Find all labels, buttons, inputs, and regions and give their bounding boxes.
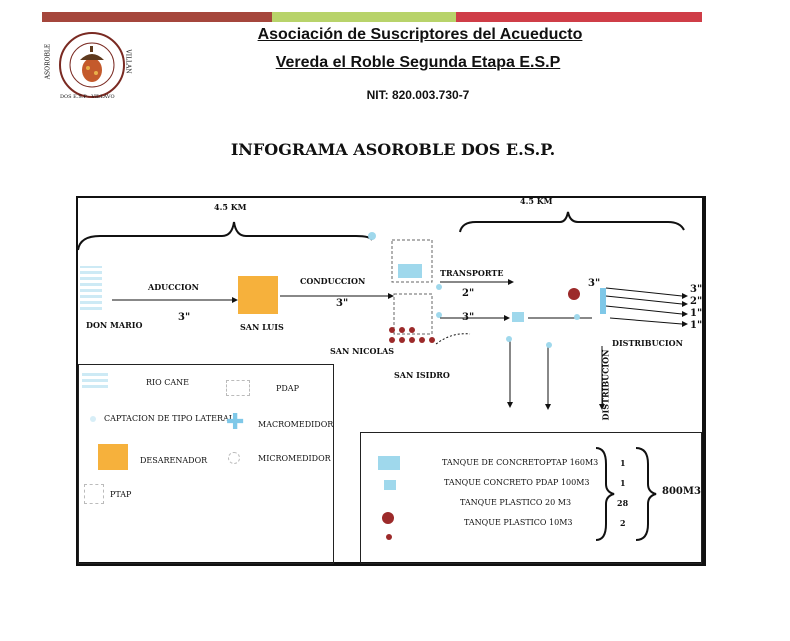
header-bar-green bbox=[272, 12, 456, 22]
don-mario-source bbox=[80, 266, 102, 310]
logo: ASOROBLE VILLAN DOS E.S.P · VILLAVO bbox=[44, 30, 136, 100]
tank-row-4-count: 2 bbox=[620, 518, 626, 528]
diagram-frame bbox=[76, 196, 706, 566]
legend-captacion-icon bbox=[90, 416, 96, 422]
tanks-braces bbox=[595, 447, 657, 541]
drop-point-2 bbox=[546, 342, 552, 348]
tanks-total: 800M3 bbox=[662, 486, 701, 497]
micromedidor-icon bbox=[228, 452, 240, 464]
san-nicolas-tanks bbox=[389, 327, 435, 343]
legend-rio-cane: RIO CANE bbox=[146, 378, 190, 387]
drop-point-1 bbox=[506, 336, 512, 342]
tank-row-2-label: TANQUE CONCRETO PDAP 100M3 bbox=[444, 478, 590, 487]
label-distribucion-vertical: DISTRIBUCION bbox=[600, 349, 611, 421]
legend-desarenador-icon bbox=[98, 444, 128, 470]
macromedidor-2 bbox=[436, 312, 442, 318]
legend-macromedidor: MACROMEDIDOR bbox=[258, 420, 334, 429]
pipe-transporte-lower: 3" bbox=[462, 312, 475, 323]
legend-ptap: PTAP bbox=[110, 490, 132, 499]
nit: NIT: 820.003.730-7 bbox=[366, 88, 470, 102]
title-line-2: Vereda el Roble Segunda Etapa E.S.P bbox=[275, 54, 561, 71]
label-san-nicolas: SAN NICOLAS bbox=[330, 346, 395, 356]
pipe-transporte-upper: 2" bbox=[462, 288, 475, 299]
legend-micromedidor: MICROMEDIDOR bbox=[258, 454, 331, 463]
tank-row-3-count: 28 bbox=[617, 498, 629, 508]
label-conduccion: CONDUCCION bbox=[300, 276, 366, 286]
pipe-out-2: 2" bbox=[690, 296, 703, 307]
drop-point-3 bbox=[574, 314, 580, 320]
infographic-title: INFOGRAMA ASOROBLE DOS E.S.P. bbox=[230, 140, 556, 159]
label-transporte: TRANSPORTE bbox=[440, 268, 504, 278]
tanks-box bbox=[360, 432, 702, 564]
tank-icon-plastic-20 bbox=[382, 512, 394, 524]
label-aduccion: ADUCCION bbox=[148, 282, 199, 292]
tank-row-2-count: 1 bbox=[620, 478, 626, 488]
macromedidor-icon: ✚ bbox=[226, 410, 245, 435]
legend-pdap: PDAP bbox=[276, 384, 299, 393]
legend-ptap-icon bbox=[84, 484, 104, 504]
pipe-aduccion: 3" bbox=[178, 312, 191, 323]
pipe-conduccion: 3" bbox=[336, 298, 349, 309]
pipe-out-1: 3" bbox=[690, 284, 703, 295]
distribution-meter bbox=[600, 288, 606, 314]
tank-row-1-label: TANQUE DE CONCRETOPTAP 160M3 bbox=[442, 458, 599, 467]
pdap-tank bbox=[512, 312, 524, 322]
legend-rio-icon bbox=[82, 372, 108, 388]
title-line-1: Asociación de Suscriptores del Acueducto bbox=[257, 26, 583, 43]
captacion-point bbox=[368, 232, 376, 240]
distance-left: 4.5 KM bbox=[214, 202, 247, 212]
legend-box bbox=[78, 364, 334, 564]
label-don-mario: DON MARIO bbox=[86, 320, 143, 330]
label-san-isidro: SAN ISIDRO bbox=[394, 370, 450, 380]
macromedidor-1 bbox=[436, 284, 442, 290]
pipe-out-3: 1" bbox=[690, 308, 703, 319]
pipe-distribucion-in: 3" bbox=[588, 278, 601, 289]
tank-row-4-label: TANQUE PLASTICO 10M3 bbox=[464, 518, 573, 527]
legend-pdap-icon bbox=[226, 380, 250, 396]
tank-row-3-label: TANQUE PLASTICO 20 M3 bbox=[460, 498, 572, 507]
tank-row-1-count: 1 bbox=[620, 458, 626, 468]
label-distribucion: DISTRIBUCION bbox=[612, 338, 683, 348]
desarenador-san-luis bbox=[238, 276, 278, 314]
legend-captacion: CAPTACION DE TIPO LATERAL bbox=[104, 414, 235, 423]
header-bar-brown bbox=[42, 12, 272, 22]
plastic-tank-large bbox=[568, 288, 580, 300]
distance-right: 4.5 KM bbox=[520, 196, 553, 206]
tank-icon-concrete-pdap bbox=[384, 480, 396, 490]
tank-icon-plastic-10 bbox=[386, 534, 392, 540]
pipe-out-4: 1" bbox=[690, 320, 703, 331]
ptap-tank bbox=[398, 264, 422, 278]
tank-icon-concrete-ptap bbox=[378, 456, 400, 470]
logo-ring-bottom: DOS E.S.P · VILLAVO bbox=[60, 94, 115, 100]
header-bar-red bbox=[456, 12, 702, 22]
legend-desarenador: DESARENADOR bbox=[140, 456, 208, 465]
label-san-luis: SAN LUIS bbox=[240, 322, 284, 332]
